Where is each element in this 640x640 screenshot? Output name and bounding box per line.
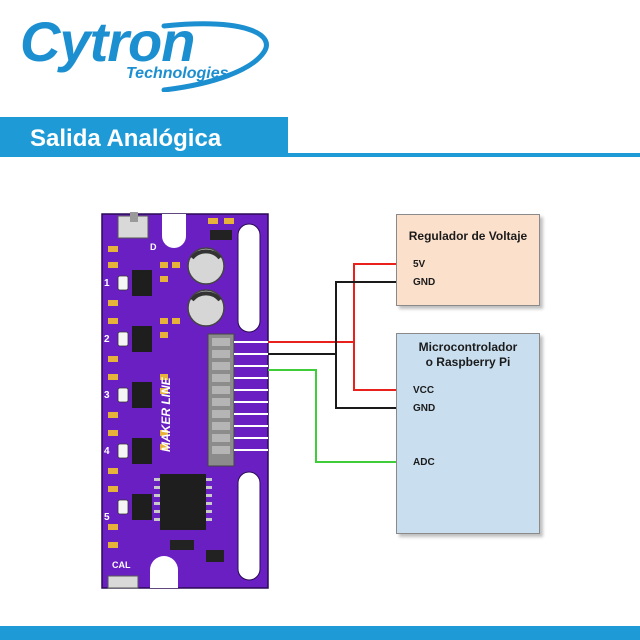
board-name: MAKER LINE <box>159 376 173 452</box>
regulator-title: Regulador de Voltaje <box>408 229 528 243</box>
wire-vcc <box>353 342 398 391</box>
pcb-slot-bottom <box>237 471 261 581</box>
capacitor-2 <box>187 289 225 327</box>
sensor-number-2: 2 <box>104 334 110 345</box>
ic-chip <box>160 474 206 530</box>
logo-swoosh-icon <box>161 21 269 92</box>
pin-adc: ADC <box>413 457 435 468</box>
switch-label: D <box>150 242 157 252</box>
cal-label: CAL <box>112 560 131 570</box>
pcb-slot-top <box>237 223 261 333</box>
microcontroller-box: Microcontrolador o Raspberry Pi VCC GND … <box>396 333 540 534</box>
sensor-column <box>108 246 118 548</box>
page-title: Salida Analógica <box>30 125 222 152</box>
pin-gnd-regulator: GND <box>413 277 436 288</box>
sensor-leds <box>117 275 129 515</box>
title-underline <box>288 153 640 157</box>
sensor-number-4: 4 <box>104 446 110 457</box>
logo-subtitle: Technologies <box>126 65 229 82</box>
pcb-cutout-bottom <box>150 556 178 588</box>
mcu-title-line2: o Raspberry Pi <box>425 355 511 369</box>
capacitor-1 <box>187 247 225 285</box>
footer-bar <box>0 626 640 640</box>
title-bar: Salida Analógica <box>0 117 288 157</box>
cal-button <box>107 575 139 589</box>
logo-brand: Cytron <box>20 10 195 73</box>
mcu-title-line1: Microcontrolador <box>418 340 518 354</box>
sensor-chips <box>132 270 152 520</box>
wire-gnd-regulator <box>268 281 398 355</box>
pcb-cutout-left <box>162 214 186 248</box>
sensor-number-3: 3 <box>104 390 110 401</box>
sensor-number-1: 1 <box>104 278 110 289</box>
pin-vcc: VCC <box>413 385 435 396</box>
cytron-logo: Cytron Technologies <box>14 12 274 92</box>
voltage-regulator-box: Regulador de Voltaje 5V GND <box>396 214 540 306</box>
wire-5v <box>268 263 398 343</box>
wire-gnd-mcu <box>335 354 398 409</box>
pin-gnd-mcu: GND <box>413 403 436 414</box>
wire-adc <box>268 369 398 463</box>
sensor-number-5: 5 <box>104 512 110 523</box>
pin-5v: 5V <box>413 259 426 270</box>
